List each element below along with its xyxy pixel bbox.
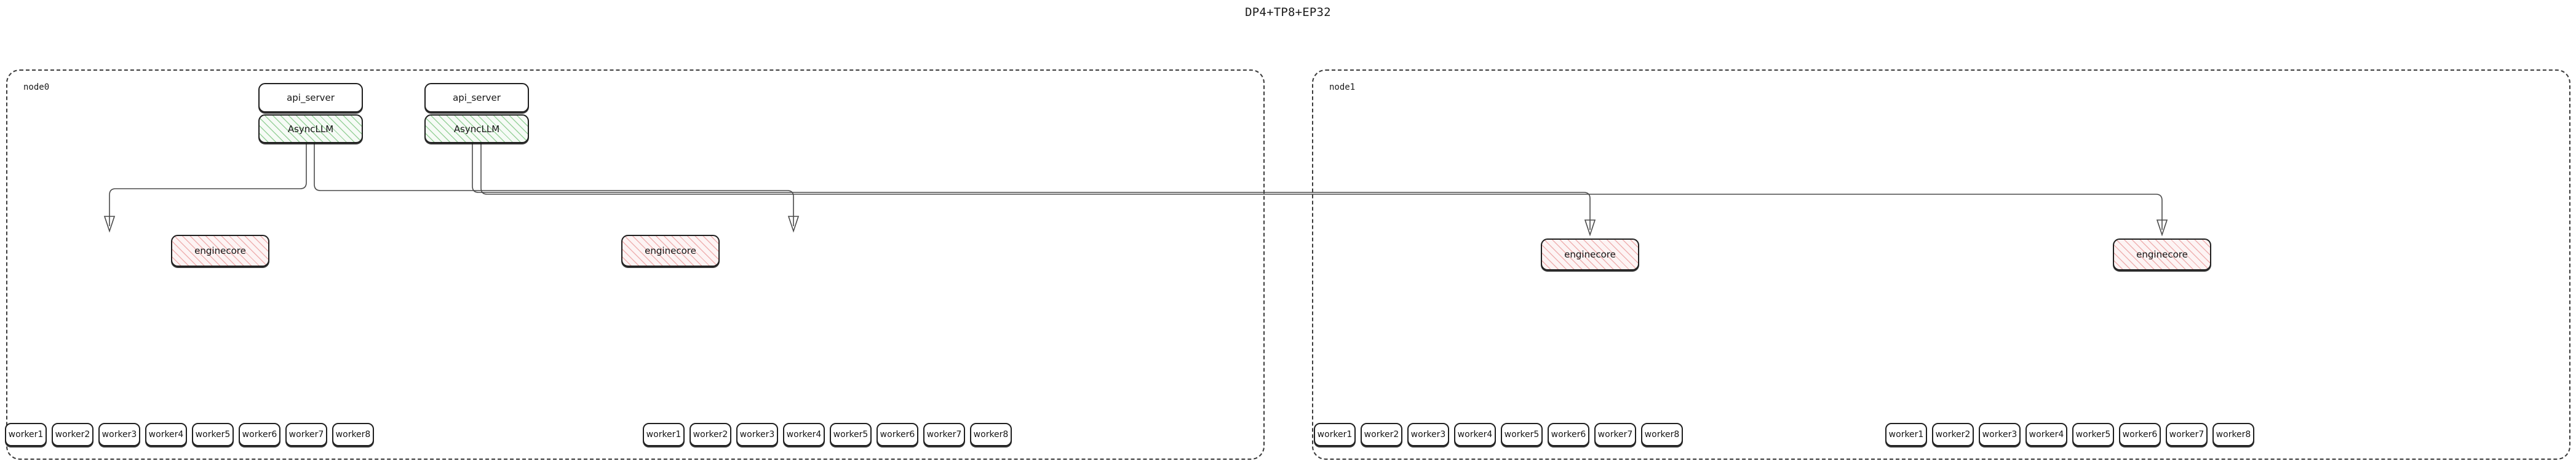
enginecore-box-node0-0[interactable]: enginecore [171, 235, 269, 267]
worker-box[interactable]: worker4 [145, 423, 187, 446]
worker-label: worker1 [8, 430, 44, 439]
worker-box[interactable]: worker7 [2166, 423, 2208, 446]
worker-label: worker1 [1888, 430, 1924, 439]
worker-box[interactable]: worker1 [643, 423, 685, 446]
worker-box[interactable]: worker5 [830, 423, 872, 446]
asyncllm-label: AsyncLLM [453, 123, 500, 135]
worker-label: worker3 [1982, 430, 2017, 439]
worker-label: worker7 [288, 430, 324, 439]
worker-label: worker4 [2029, 430, 2064, 439]
worker-label: worker4 [786, 430, 822, 439]
worker-box[interactable]: worker6 [1548, 423, 1589, 446]
worker-box[interactable]: worker8 [1641, 423, 1683, 446]
worker-label: worker6 [242, 430, 277, 439]
asyncllm-label: AsyncLLM [287, 123, 334, 135]
worker-box[interactable]: worker2 [1361, 423, 1402, 446]
worker-label: worker5 [2075, 430, 2111, 439]
worker-box[interactable]: worker7 [285, 423, 327, 446]
enginecore-label: enginecore [1564, 249, 1616, 260]
worker-box[interactable]: worker1 [1314, 423, 1356, 446]
worker-box[interactable]: worker2 [690, 423, 731, 446]
enginecore-box-node1-1[interactable]: enginecore [2113, 238, 2211, 270]
page-title: DP4+TP8+EP32 [1245, 6, 1331, 19]
worker-label: worker5 [833, 430, 869, 439]
asyncllm-box-1[interactable]: AsyncLLM [424, 114, 529, 143]
worker-label: worker7 [1597, 430, 1633, 439]
worker-label: worker1 [1317, 430, 1353, 439]
worker-box[interactable]: worker3 [1407, 423, 1449, 446]
api-server-box-0[interactable]: api_server [258, 83, 363, 112]
worker-label: worker8 [973, 430, 1009, 439]
enginecore-label: enginecore [194, 245, 246, 256]
worker-label: worker3 [1410, 430, 1446, 439]
worker-box[interactable]: worker5 [1501, 423, 1543, 446]
worker-box[interactable]: worker4 [2025, 423, 2067, 446]
worker-box[interactable]: worker2 [52, 423, 93, 446]
worker-box[interactable]: worker8 [970, 423, 1012, 446]
worker-label: worker3 [739, 430, 775, 439]
worker-label: worker2 [693, 430, 728, 439]
worker-label: worker8 [335, 430, 371, 439]
worker-label: worker4 [1457, 430, 1493, 439]
api-server-box-1[interactable]: api_server [424, 83, 529, 112]
worker-label: worker5 [1504, 430, 1540, 439]
worker-label: worker4 [148, 430, 184, 439]
worker-box[interactable]: worker8 [2212, 423, 2254, 446]
worker-box[interactable]: worker7 [1594, 423, 1636, 446]
worker-label: worker7 [926, 430, 962, 439]
worker-box[interactable]: worker6 [877, 423, 918, 446]
worker-box[interactable]: worker6 [2119, 423, 2161, 446]
enginecore-box-node1-0[interactable]: enginecore [1541, 238, 1639, 270]
worker-box[interactable]: worker1 [1885, 423, 1927, 446]
worker-box[interactable]: worker7 [923, 423, 965, 446]
worker-label: worker1 [646, 430, 682, 439]
cluster-node1[interactable] [1312, 69, 2570, 460]
worker-label: worker8 [1644, 430, 1680, 439]
worker-box[interactable]: worker4 [1454, 423, 1496, 446]
worker-label: worker2 [55, 430, 90, 439]
api-server-label: api_server [287, 92, 335, 103]
worker-label: worker7 [2169, 430, 2204, 439]
cluster-node0[interactable] [6, 69, 1265, 460]
worker-label: worker6 [1551, 430, 1586, 439]
worker-box[interactable]: worker8 [332, 423, 374, 446]
worker-label: worker3 [101, 430, 137, 439]
api-server-label: api_server [453, 92, 501, 103]
enginecore-label: enginecore [645, 245, 696, 256]
worker-box[interactable]: worker2 [1932, 423, 1974, 446]
worker-box[interactable]: worker3 [98, 423, 140, 446]
worker-label: worker6 [880, 430, 915, 439]
worker-label: worker5 [195, 430, 231, 439]
enginecore-box-node0-1[interactable]: enginecore [621, 235, 720, 267]
worker-box[interactable]: worker4 [783, 423, 825, 446]
asyncllm-box-0[interactable]: AsyncLLM [258, 114, 363, 143]
worker-label: worker8 [2216, 430, 2251, 439]
worker-label: worker2 [1935, 430, 1971, 439]
worker-label: worker2 [1364, 430, 1399, 439]
worker-box[interactable]: worker1 [5, 423, 47, 446]
cluster-node0-label: node0 [23, 82, 50, 92]
worker-box[interactable]: worker3 [1979, 423, 2021, 446]
worker-box[interactable]: worker6 [239, 423, 280, 446]
worker-label: worker6 [2122, 430, 2158, 439]
worker-box[interactable]: worker5 [2072, 423, 2114, 446]
worker-box[interactable]: worker3 [736, 423, 778, 446]
enginecore-label: enginecore [2136, 249, 2188, 260]
cluster-node1-label: node1 [1329, 82, 1356, 92]
worker-box[interactable]: worker5 [192, 423, 234, 446]
